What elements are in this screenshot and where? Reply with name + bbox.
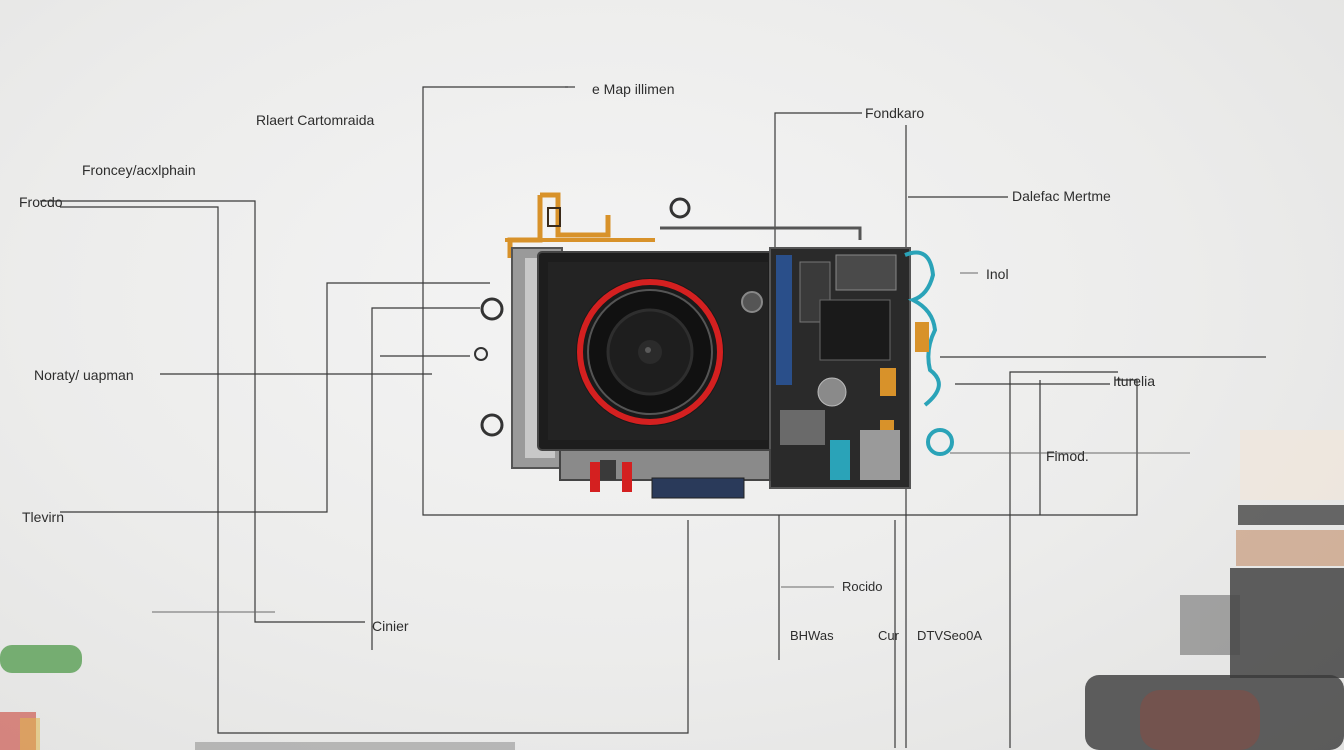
label-left-mid: Noraty/ uapman: [34, 367, 134, 383]
lens-red-ring: [577, 279, 723, 425]
label-left-edge: Frocdo: [19, 194, 63, 210]
label-bottom-left: Cinier: [372, 618, 409, 634]
background-clutter: [0, 430, 1344, 750]
label-right-lower: Fimod.: [1046, 448, 1089, 464]
label-left-lower: Tlevirn: [22, 509, 64, 525]
label-top-right: Fondkaro: [865, 105, 924, 121]
diagram-labels: e Map illimen Rlaert Cartomraida Fondkar…: [19, 81, 1155, 643]
label-top-left: Rlaert Cartomraida: [256, 112, 374, 128]
label-bottom-c: DTVSeo0A: [917, 628, 982, 643]
label-right-upper: Dalefac Mertme: [1012, 188, 1111, 204]
label-right-small: Inol: [986, 266, 1009, 282]
camera-assembly: [474, 192, 954, 499]
label-bottom-center: Rocido: [842, 579, 882, 594]
label-right-mid: Iturelia: [1113, 373, 1155, 389]
label-top-center: e Map illimen: [592, 81, 674, 97]
label-left-upper: Froncey/acxlphain: [82, 162, 196, 178]
label-bottom-a: BHWas: [790, 628, 834, 643]
label-bottom-b: Cur: [878, 628, 900, 643]
